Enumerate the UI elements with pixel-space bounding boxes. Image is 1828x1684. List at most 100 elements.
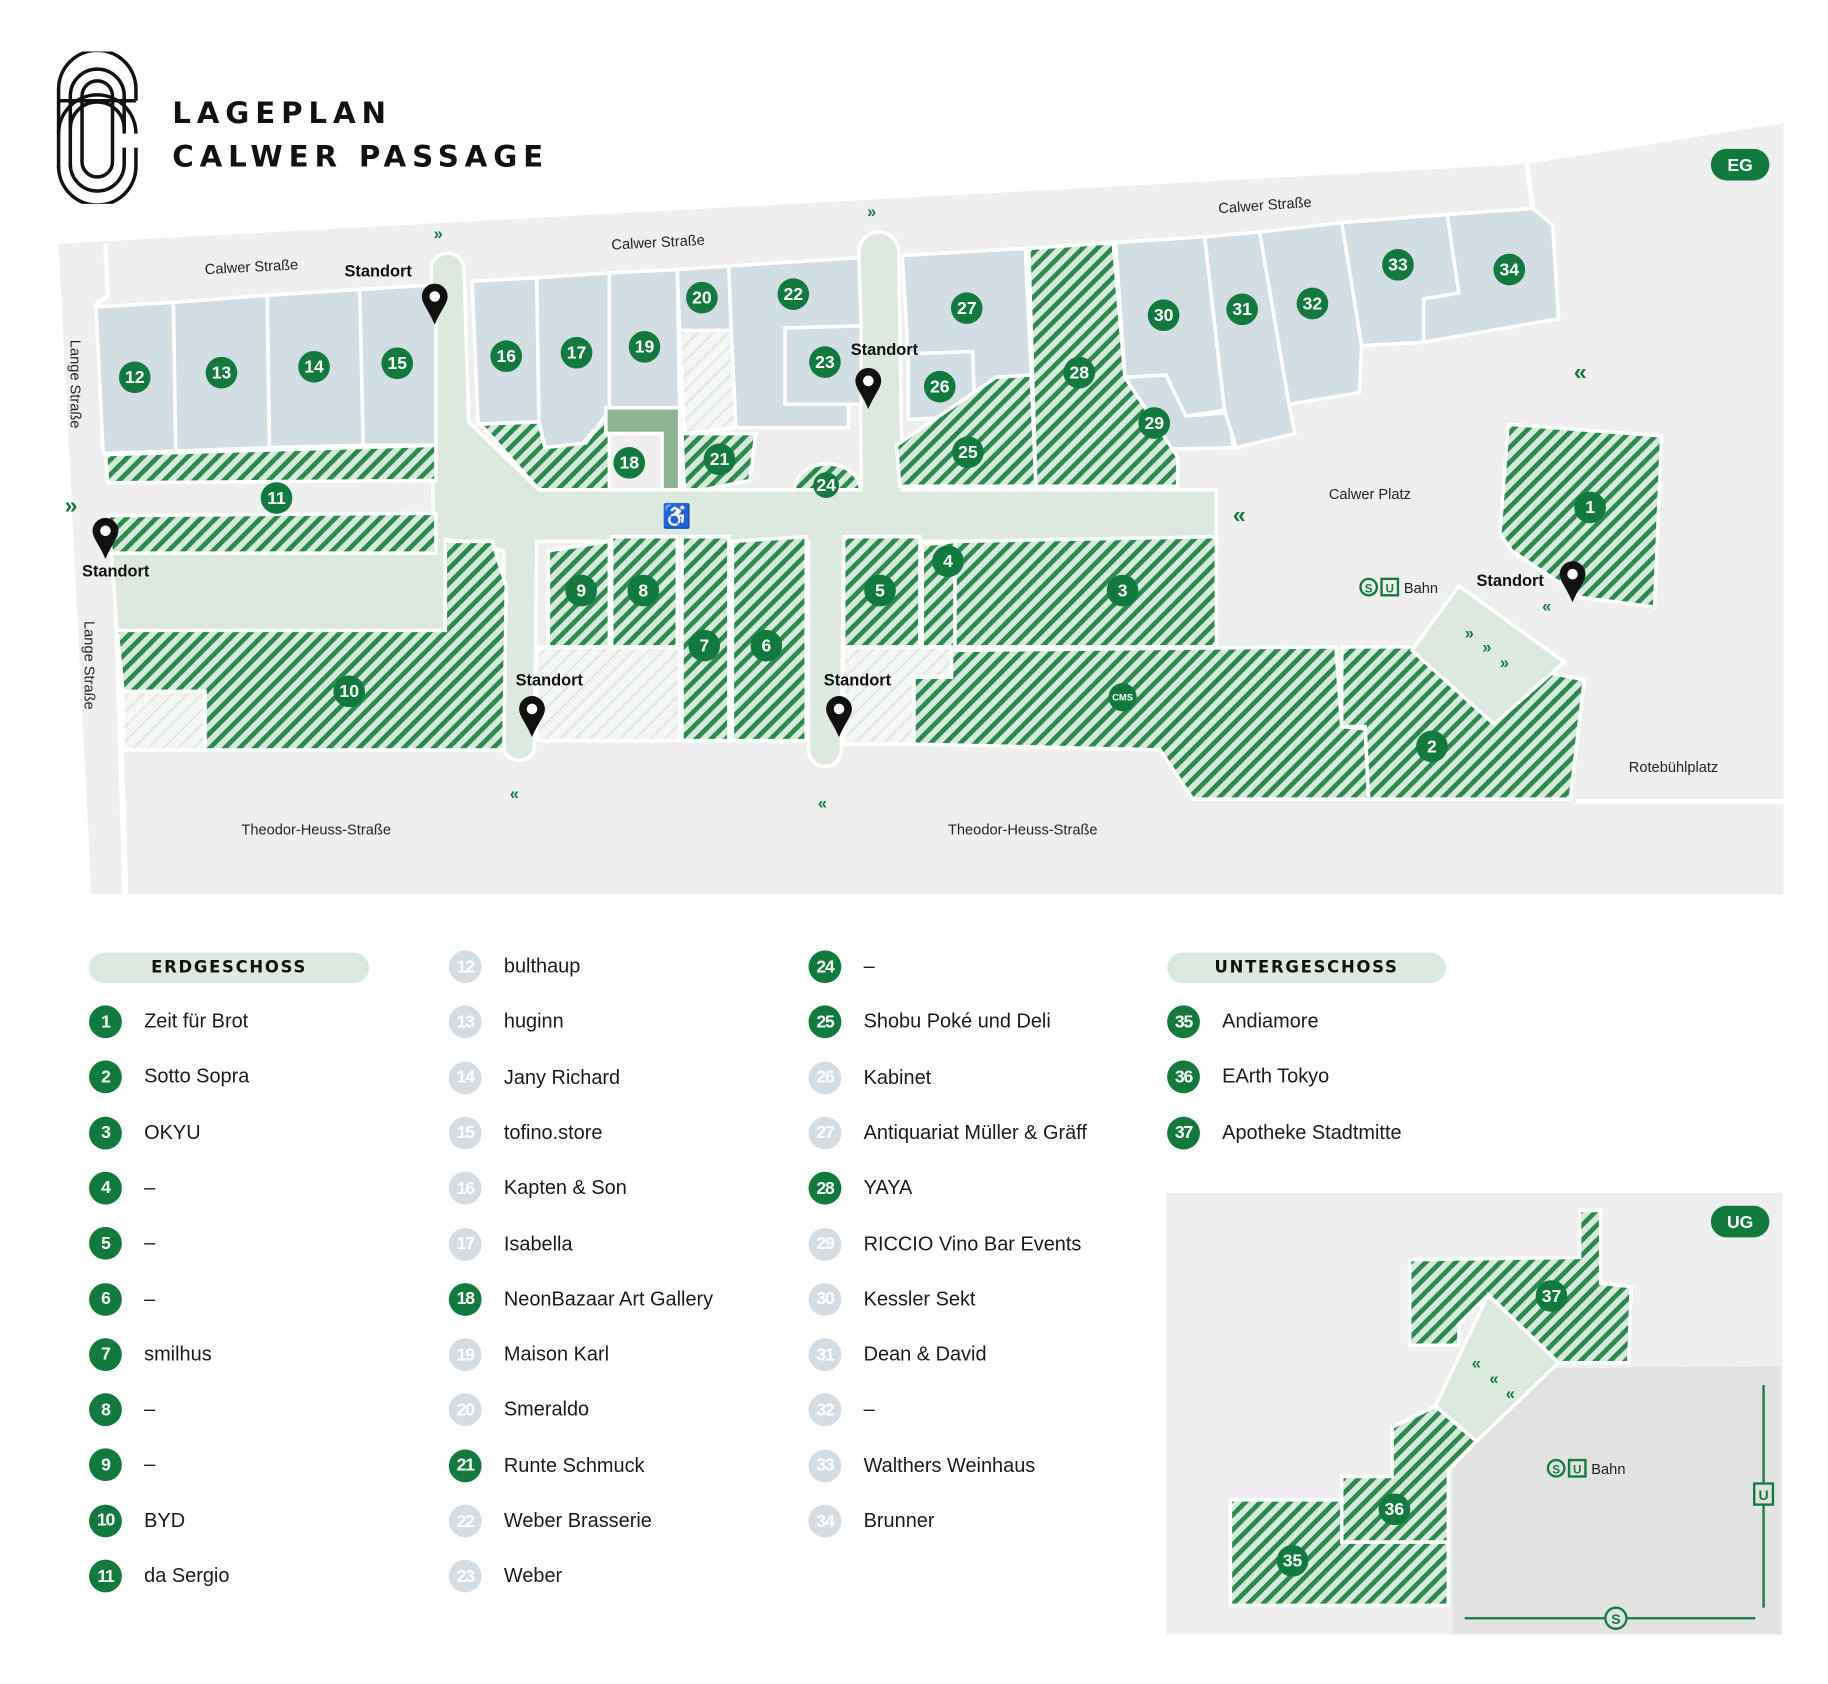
shop-marker-27[interactable] [950,292,983,325]
shop-marker-number[interactable]: 18 [619,453,639,473]
shop-marker-number[interactable]: 22 [784,284,804,304]
shop-marker-number[interactable]: 11 [267,488,286,508]
shop-marker-21[interactable] [703,443,736,476]
shop-marker-31[interactable] [1226,293,1258,326]
shop-marker-number[interactable]: 32 [1303,293,1323,313]
legend-item-24[interactable]: 24– [808,949,875,984]
shop-marker-3[interactable] [1106,574,1139,607]
shop-marker-number[interactable]: 24 [816,475,836,495]
shop-marker-37[interactable] [1535,1280,1568,1312]
shop-marker-36[interactable] [1378,1493,1411,1526]
shop-marker-9[interactable] [565,574,598,607]
shop-marker-number[interactable]: 25 [958,442,978,462]
shop-marker-number[interactable]: 21 [710,449,730,469]
shop-marker-29[interactable] [1138,407,1171,439]
shop-marker-number[interactable]: 7 [699,636,709,656]
shop-marker-19[interactable] [628,331,661,363]
shop-marker-8[interactable] [627,574,660,607]
legend-item-32[interactable]: 32– [808,1393,875,1428]
shop-marker-20[interactable] [686,281,718,314]
shop-marker-number[interactable]: 9 [576,580,586,600]
shop-marker-16[interactable] [490,340,523,373]
shop-marker-2[interactable] [1416,730,1448,763]
shop-marker-10[interactable] [333,675,366,708]
shop-marker-number[interactable]: 19 [635,337,655,357]
shop-marker-number[interactable]: 8 [638,580,648,600]
shop-marker-35[interactable] [1276,1545,1309,1577]
shop-marker-number[interactable]: 29 [1144,413,1164,433]
shop-marker-22[interactable] [777,278,810,310]
shop-marker-number[interactable]: 6 [761,636,771,656]
shop-marker-number[interactable]: 36 [1385,1499,1405,1519]
shop-marker-15[interactable] [381,347,414,380]
shop-marker-number[interactable]: 31 [1232,299,1252,319]
shop-marker-number[interactable]: 4 [943,551,953,571]
shop-marker-number[interactable]: 3 [1118,580,1128,600]
shop-marker-number[interactable]: 20 [692,287,712,307]
shop-marker-number[interactable]: 34 [1500,259,1520,279]
shop-marker-26[interactable] [923,370,956,403]
legend-item-5[interactable]: 5– [89,1226,155,1261]
shop-marker-18[interactable] [613,447,646,479]
shop-marker-7[interactable] [688,629,721,662]
shop-marker-number[interactable]: 15 [387,353,407,373]
legend-item-8[interactable]: 8– [89,1392,155,1427]
shop-marker-number[interactable]: 23 [815,352,835,372]
shop-marker-1[interactable] [1574,491,1606,524]
shop-marker-14[interactable] [298,350,330,383]
shop-marker-number[interactable]: 28 [1069,362,1089,382]
shop-marker-number[interactable]: 1 [1585,497,1595,517]
shop-marker-number[interactable]: 16 [496,346,516,366]
shop-marker-6[interactable] [750,629,783,662]
shop-marker-12[interactable] [118,361,151,394]
shop-marker-number[interactable]: 37 [1542,1286,1562,1306]
shop-marker-23[interactable] [809,346,841,378]
shop-marker-25[interactable] [952,436,984,469]
shop-marker-number[interactable]: 14 [304,357,324,377]
shop-marker-13[interactable] [205,356,238,389]
shop-marker-17[interactable] [560,336,593,369]
shop-marker-30[interactable] [1147,299,1180,332]
shop-marker-24[interactable] [813,472,840,499]
shop-marker-number[interactable]: 26 [930,377,950,397]
shop-marker-34[interactable] [1493,253,1526,286]
legend-item-4[interactable]: 4– [89,1171,155,1206]
shop-marker-number[interactable]: 17 [567,343,587,363]
legend-item-6[interactable]: 6– [89,1281,155,1316]
shop-marker-11[interactable] [260,482,293,514]
shop-marker-number[interactable]: 10 [339,681,359,701]
shop-marker-number[interactable]: 2 [1427,736,1437,756]
shop-marker-number[interactable]: 30 [1154,305,1174,325]
